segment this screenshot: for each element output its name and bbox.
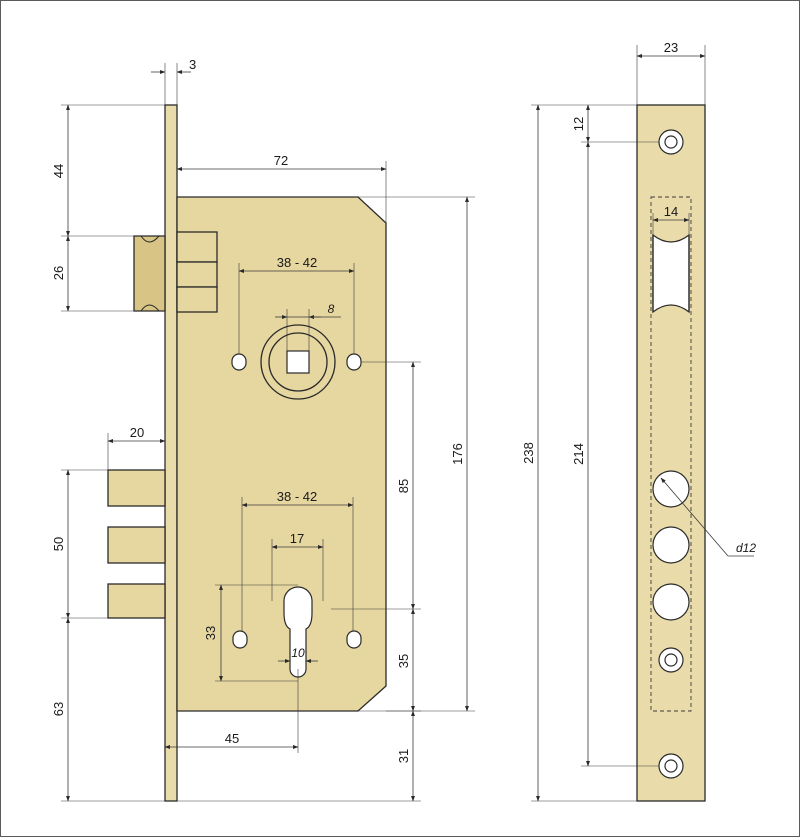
dim-handle-fix-spacing: 38 - 42: [277, 255, 317, 270]
cyl-fix-slot-right: [346, 630, 362, 649]
latch-guide-top: [176, 231, 218, 263]
dim-faceplate-thickness: 3: [189, 57, 196, 72]
screw-hole-bottom-inner: [664, 759, 678, 773]
bolt-hole-2: [652, 526, 690, 564]
dim-latch-top-offset: 44: [51, 164, 66, 178]
bolt-hole-3: [652, 583, 690, 621]
dim-backset: 45: [225, 731, 239, 746]
body-outline-hidden: [650, 196, 692, 712]
dim-center-distance: 85: [396, 479, 411, 493]
dim-screw-spacing: 214: [571, 443, 586, 465]
dim-latch-slot-width: 14: [664, 204, 678, 219]
deadbolt-tooth-1: [107, 469, 166, 507]
dim-bolt-hole-diameter: d12: [736, 541, 756, 555]
faceplate-side: [164, 104, 178, 802]
dim-cyl-to-bottom: 35: [396, 654, 411, 668]
dim-cyl-lower-width: 10: [291, 646, 305, 660]
bolt-hole-1: [652, 470, 690, 508]
cylinder-cutout: [283, 586, 313, 678]
dim-cyl-width: 17: [290, 531, 304, 546]
dim-spindle-size: 8: [328, 302, 335, 316]
dim-faceplate-length: 238: [521, 442, 536, 464]
dim-screw-top-offset: 12: [571, 117, 586, 131]
latch-guide-mid: [176, 261, 218, 288]
dim-cyl-fix-spacing: 38 - 42: [277, 489, 317, 504]
dim-bolt-span: 50: [51, 537, 66, 551]
dim-faceplate-bottom: 31: [396, 749, 411, 763]
dim-latch-height: 26: [51, 266, 66, 280]
latch-opening: [652, 233, 690, 314]
screw-hole-mid-inner: [664, 653, 678, 667]
dim-bolt-throw: 20: [130, 425, 144, 440]
dim-body-depth: 72: [274, 153, 288, 168]
latch-bolt: [133, 235, 166, 312]
dim-faceplate-width: 23: [664, 40, 678, 55]
dim-cyl-height: 33: [203, 626, 218, 640]
deadbolt-tooth-3: [107, 583, 166, 619]
screw-hole-top-inner: [664, 135, 678, 149]
latch-guide-bottom: [176, 286, 218, 313]
front-view: d12 23 14 238 12 214: [521, 40, 756, 802]
dim-bottom-offset: 63: [51, 702, 66, 716]
spindle-square-hole: [286, 350, 310, 374]
dim-body-height: 176: [450, 443, 465, 465]
deadbolt-tooth-2: [107, 526, 166, 564]
handle-fix-slot-left: [231, 353, 247, 371]
side-view: 3 44 26 72 38 - 42 8 20 5: [51, 57, 475, 802]
cyl-fix-slot-left: [232, 630, 248, 649]
handle-fix-slot-right: [346, 353, 362, 371]
